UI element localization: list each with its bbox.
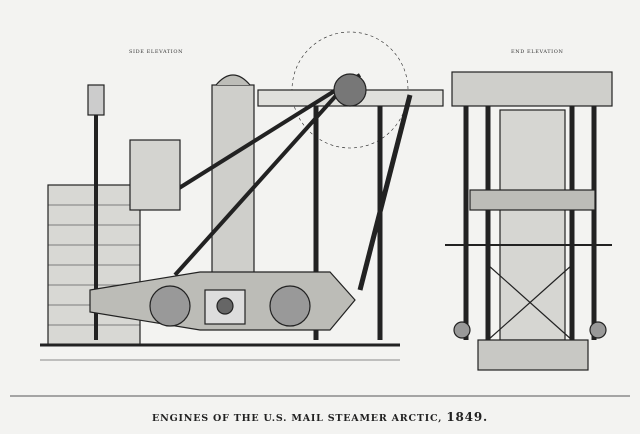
plate-caption: ENGINES OF THE U.S. MAIL STEAMER ARCTIC,…	[0, 410, 640, 424]
caption-year: 1849.	[446, 410, 488, 424]
side-elevation-label: SIDE ELEVATION	[129, 49, 184, 55]
side-elevation-drawing	[40, 31, 444, 361]
caption-text: ENGINES OF THE U.S. MAIL STEAMER ARCTIC,	[152, 413, 443, 424]
end-elevation-drawing	[445, 71, 613, 371]
end-elevation-label: END ELEVATION	[511, 49, 564, 55]
